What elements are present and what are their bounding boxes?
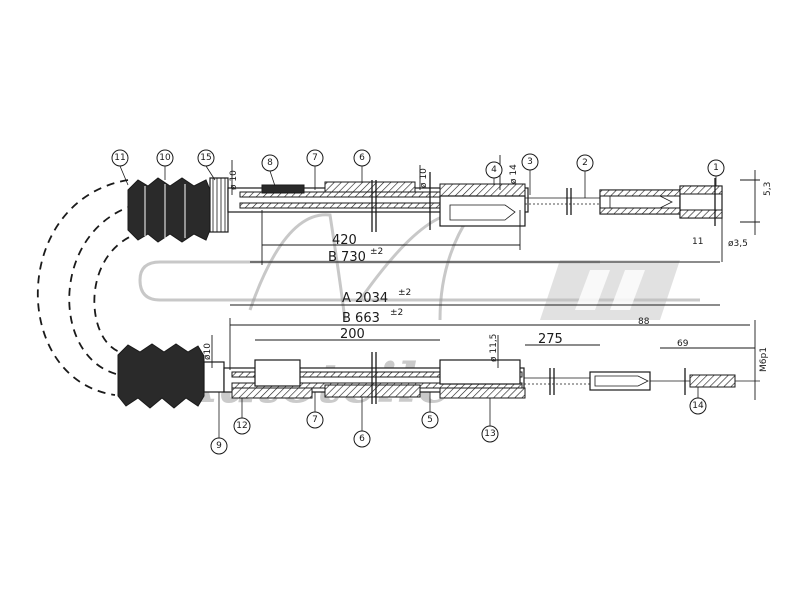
dim-dia3-5: ø3,5	[728, 239, 748, 249]
callout-11	[111, 149, 129, 167]
callout-10-label: 10	[159, 153, 171, 163]
dim-thread: M6p1	[759, 347, 769, 372]
bottom-rubber-boot	[117, 343, 205, 409]
top-sleeve-6	[324, 181, 416, 193]
callout-10	[156, 149, 174, 167]
callout-5-label: 5	[427, 415, 433, 425]
callout-7-label: 7	[312, 153, 318, 163]
dimension-labels: 420 B 730 ±2 A 2034 ±2 B 663 ±2 200 275 …	[203, 164, 773, 372]
callout-13	[481, 425, 499, 443]
top-end-fitting-4	[439, 183, 526, 197]
callout-11-label: 11	[114, 153, 125, 163]
dim-69: 69	[677, 339, 689, 349]
dim-dia10-top-left: ø 10	[229, 170, 239, 190]
callout-1	[707, 159, 725, 177]
callout-7-bottom-label: 7	[312, 415, 318, 425]
callout-2	[576, 154, 594, 172]
callouts-bottom: 9 12 7 6 5 13 14	[210, 387, 707, 455]
callout-12	[233, 417, 251, 435]
callout-12-label: 12	[236, 421, 247, 431]
callout-4	[485, 161, 503, 179]
callout-9-label: 9	[216, 441, 222, 451]
callout-4-label: 4	[491, 165, 497, 175]
bottom-ferrule	[254, 359, 301, 387]
callout-2-label: 2	[582, 158, 588, 168]
dim-730: B 730	[328, 250, 366, 265]
callout-8	[261, 154, 279, 172]
dim-2034-tol: ±2	[398, 288, 411, 298]
callout-6-bottom	[353, 430, 371, 448]
callout-7	[306, 149, 324, 167]
top-ferrule-8	[261, 184, 305, 194]
dim-663-tol: ±2	[390, 308, 403, 318]
callout-5	[421, 411, 439, 429]
dim-663: B 663	[342, 311, 380, 326]
callout-3	[521, 153, 539, 171]
top-rubber-boot	[127, 177, 211, 243]
bottom-cable-assembly	[117, 343, 760, 409]
bottom-end-fitting-13	[439, 387, 526, 399]
dim-730-tol: ±2	[370, 247, 383, 257]
callout-6	[353, 149, 371, 167]
dim-275: 275	[538, 332, 563, 347]
dim-dia10-top: ø 10	[419, 168, 429, 188]
callout-13-label: 13	[484, 429, 495, 439]
callout-6-bottom-label: 6	[359, 434, 365, 444]
dim-88: 88	[638, 317, 650, 327]
dim-dia11-5: ø 11,5	[489, 334, 499, 362]
callout-15	[197, 149, 215, 167]
dim-11: 11	[692, 237, 703, 247]
dim-200: 200	[340, 327, 365, 342]
cable-loop	[36, 179, 143, 396]
callout-14-label: 14	[692, 401, 704, 411]
callouts-top: 11 10 15 8 7 6 4 3 2 1	[111, 149, 725, 198]
dim-420: 420	[332, 233, 357, 248]
callout-6-label: 6	[359, 153, 365, 163]
dim-2034: A 2034	[342, 291, 388, 306]
dim-dia10-bottom: ø10	[203, 343, 213, 360]
callout-15-label: 15	[200, 153, 211, 163]
callout-8-label: 8	[267, 158, 273, 168]
top-cable-assembly	[127, 172, 723, 243]
bottom-thread-end-14	[689, 374, 736, 388]
dim-5-3: 5,3	[763, 182, 773, 196]
callout-3-label: 3	[527, 157, 533, 167]
callout-14	[689, 397, 707, 415]
callout-7-bottom	[306, 411, 324, 429]
dimension-lines	[211, 155, 760, 400]
callout-9	[210, 437, 228, 455]
dim-dia14-top: ø 14	[509, 164, 519, 184]
callout-1-label: 1	[713, 163, 719, 173]
